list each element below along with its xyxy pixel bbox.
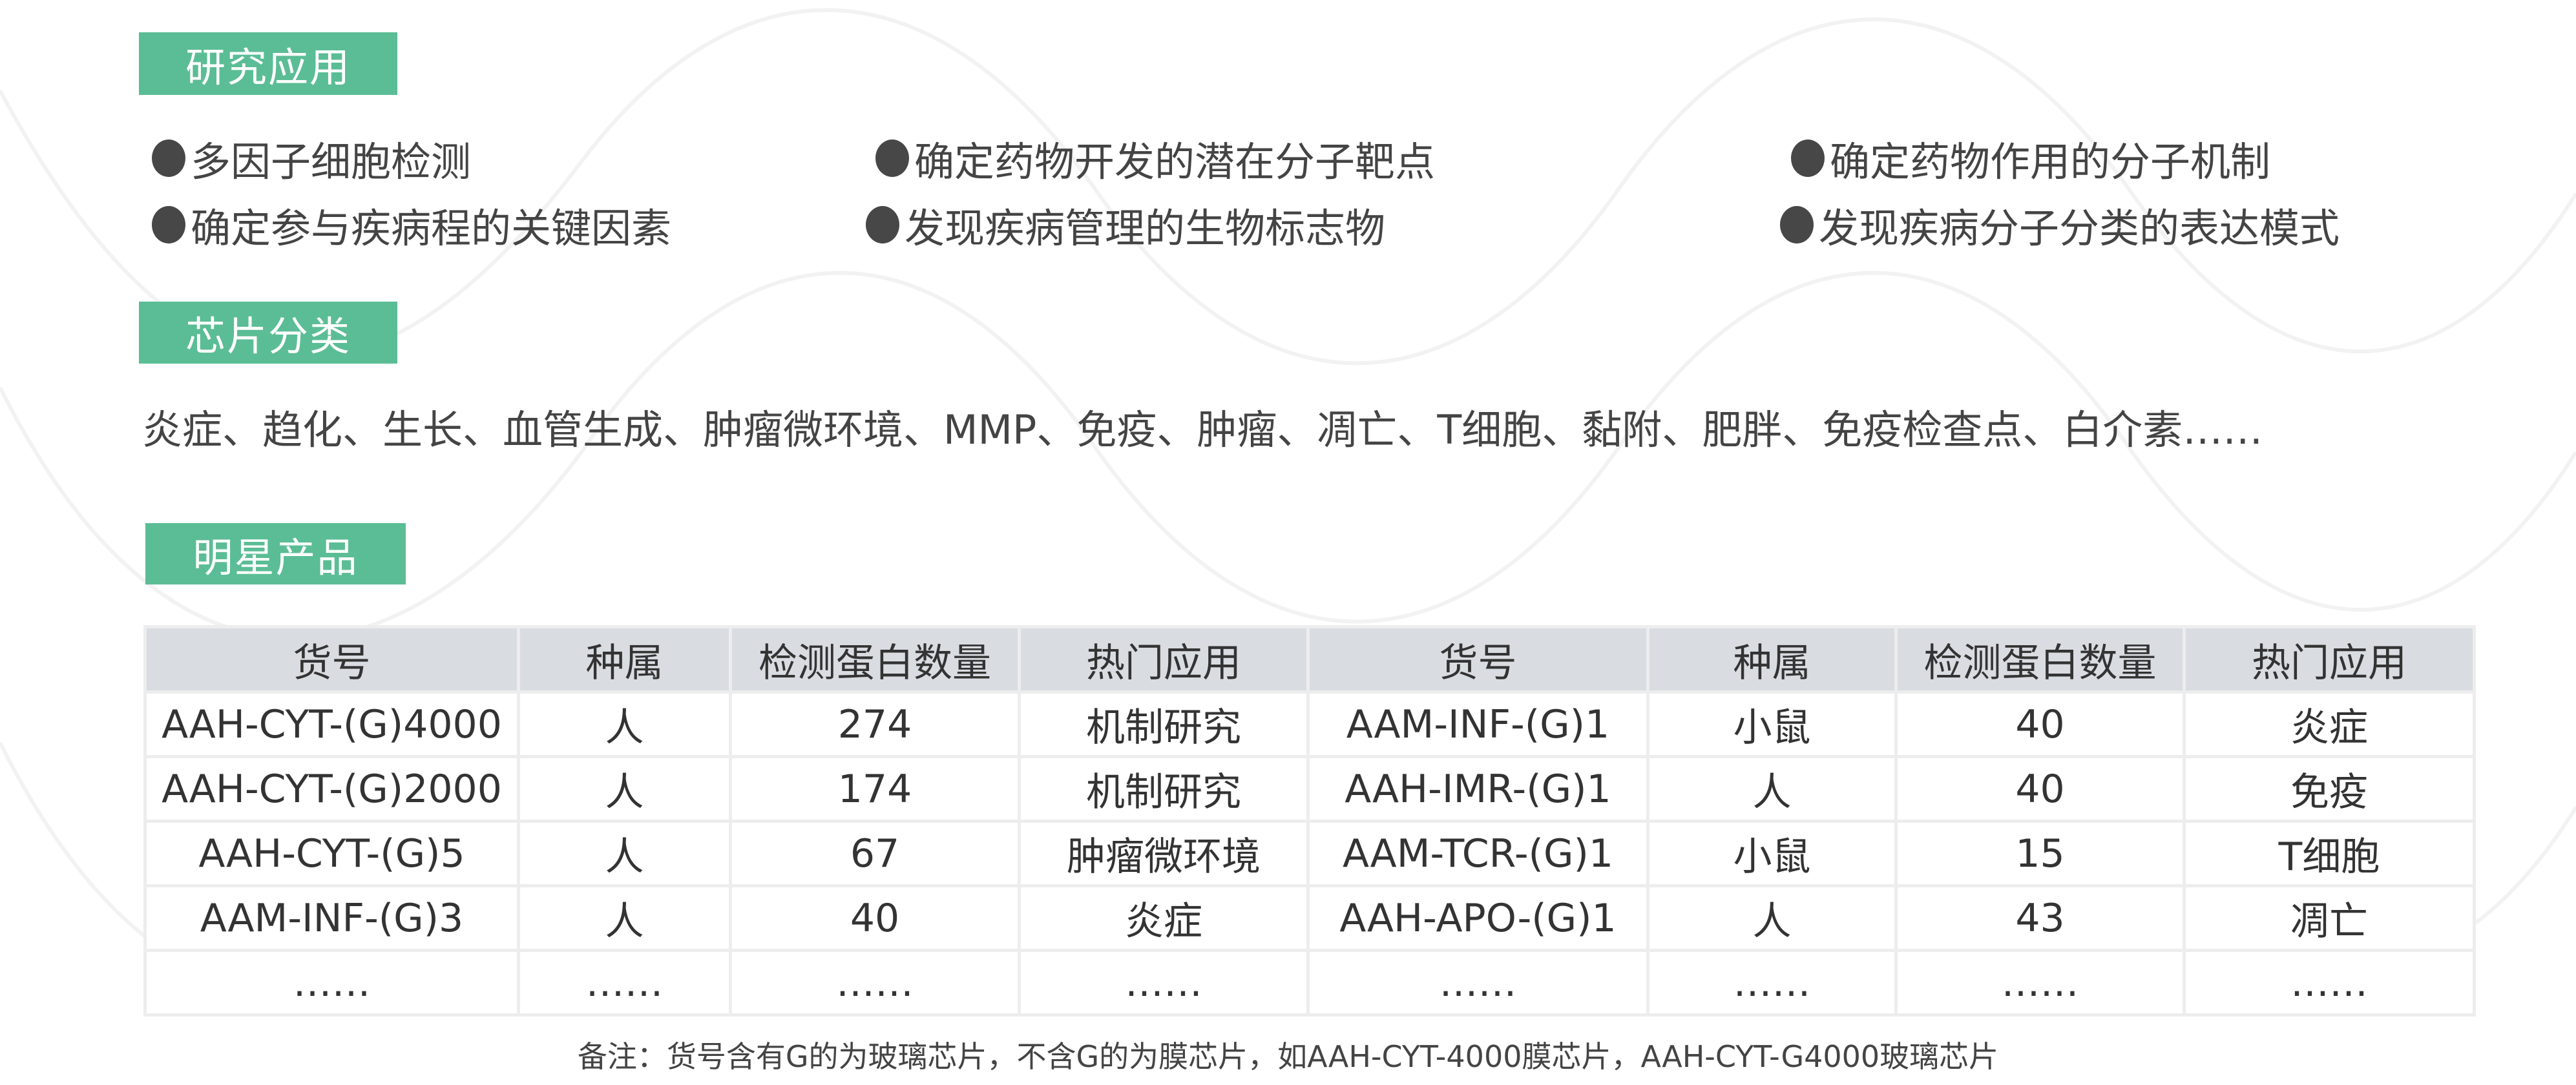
table-row: AAH-CYT-(G)4000 人 274 机制研究 AAM-INF-(G)1 … bbox=[143, 690, 2476, 758]
cell-ellipsis: …… bbox=[2183, 949, 2476, 1017]
section-label-research: 研究应用 bbox=[139, 32, 397, 95]
table-row: AAH-CYT-(G)5 人 67 肿瘤微环境 AAM-TCR-(G)1 小鼠 … bbox=[143, 820, 2476, 887]
cell-species: 人 bbox=[1646, 884, 1898, 952]
cell-sku: AAM-INF-(G)3 bbox=[143, 884, 520, 952]
cell-sku: AAH-APO-(G)1 bbox=[1306, 884, 1649, 952]
cell-application: 机制研究 bbox=[1018, 755, 1310, 823]
cell-ellipsis: …… bbox=[1894, 949, 2186, 1017]
research-bullet-1: 多因子细胞检测 bbox=[152, 129, 471, 187]
research-bullet-3: 确定药物作用的分子机制 bbox=[1791, 129, 2270, 187]
cell-species: 人 bbox=[517, 755, 732, 823]
cell-sku: AAH-IMR-(G)1 bbox=[1306, 755, 1649, 823]
cell-species: 人 bbox=[517, 690, 732, 758]
table-header-row: 货号 种属 检测蛋白数量 热门应用 货号 种属 检测蛋白数量 热门应用 bbox=[143, 625, 2476, 694]
cell-protein-count: 15 bbox=[1894, 820, 2186, 887]
table-footnote: 备注：货号含有G的为玻璃芯片，不含G的为膜芯片，如AAH-CYT-4000膜芯片… bbox=[577, 1039, 1999, 1074]
section-label-star-products: 明星产品 bbox=[145, 523, 406, 584]
cell-sku: AAM-INF-(G)1 bbox=[1306, 690, 1649, 758]
cell-ellipsis: …… bbox=[143, 949, 520, 1017]
cell-sku: AAH-CYT-(G)2000 bbox=[143, 755, 520, 823]
header-sku-left: 货号 bbox=[143, 625, 520, 694]
chip-categories-text: 炎症、趋化、生长、血管生成、肿瘤微环境、MMP、免疫、肿瘤、凋亡、T细胞、黏附、… bbox=[142, 406, 2263, 453]
cell-ellipsis: …… bbox=[1646, 949, 1898, 1017]
cell-protein-count: 174 bbox=[729, 755, 1021, 823]
cell-application: 凋亡 bbox=[2183, 884, 2476, 952]
table-row: AAM-INF-(G)3 人 40 炎症 AAH-APO-(G)1 人 43 凋… bbox=[143, 884, 2476, 952]
cell-sku: AAH-CYT-(G)5 bbox=[143, 820, 520, 887]
cell-application: 肿瘤微环境 bbox=[1018, 820, 1310, 887]
header-protein-count-left: 检测蛋白数量 bbox=[729, 625, 1021, 694]
star-products-table: 货号 种属 检测蛋白数量 热门应用 货号 种属 检测蛋白数量 热门应用 AAH-… bbox=[143, 625, 2476, 1017]
cell-protein-count: 67 bbox=[729, 820, 1021, 887]
bullet-dot-icon bbox=[152, 140, 185, 177]
cell-ellipsis: …… bbox=[1018, 949, 1310, 1017]
cell-species: 人 bbox=[517, 820, 732, 887]
bullet-dot-icon bbox=[152, 206, 185, 243]
cell-species: 小鼠 bbox=[1646, 690, 1898, 758]
cell-protein-count: 40 bbox=[729, 884, 1021, 952]
bullet-dot-icon bbox=[1791, 140, 1825, 177]
cell-ellipsis: …… bbox=[517, 949, 732, 1017]
cell-application: 机制研究 bbox=[1018, 690, 1310, 758]
cell-protein-count: 40 bbox=[1894, 690, 2186, 758]
research-bullet-5: 发现疾病管理的生物标志物 bbox=[866, 196, 1385, 254]
cell-application: 炎症 bbox=[1018, 884, 1310, 952]
header-application-left: 热门应用 bbox=[1018, 625, 1310, 694]
research-bullet-2: 确定药物开发的潜在分子靶点 bbox=[875, 129, 1435, 187]
table-row: AAH-CYT-(G)2000 人 174 机制研究 AAH-IMR-(G)1 … bbox=[143, 755, 2476, 823]
cell-species: 人 bbox=[517, 884, 732, 952]
cell-protein-count: 40 bbox=[1894, 755, 2186, 823]
cell-species: 小鼠 bbox=[1646, 820, 1898, 887]
header-application-right: 热门应用 bbox=[2183, 625, 2476, 694]
table-row-ellipsis: …… …… …… …… …… …… …… …… bbox=[143, 949, 2476, 1017]
cell-ellipsis: …… bbox=[1306, 949, 1649, 1017]
cell-application: 炎症 bbox=[2183, 690, 2476, 758]
research-bullet-4: 确定参与疾病程的关键因素 bbox=[152, 196, 671, 254]
header-sku-right: 货号 bbox=[1306, 625, 1649, 694]
research-bullet-6: 发现疾病分子分类的表达模式 bbox=[1780, 196, 2340, 254]
bullet-dot-icon bbox=[875, 140, 909, 177]
header-species-left: 种属 bbox=[517, 625, 732, 694]
cell-sku: AAH-CYT-(G)4000 bbox=[143, 690, 520, 758]
bullet-dot-icon bbox=[1780, 206, 1814, 243]
cell-protein-count: 274 bbox=[729, 690, 1021, 758]
cell-application: T细胞 bbox=[2183, 820, 2476, 887]
cell-application: 免疫 bbox=[2183, 755, 2476, 823]
header-species-right: 种属 bbox=[1646, 625, 1898, 694]
header-protein-count-right: 检测蛋白数量 bbox=[1894, 625, 2186, 694]
cell-ellipsis: …… bbox=[729, 949, 1021, 1017]
bullet-dot-icon bbox=[866, 206, 899, 243]
cell-species: 人 bbox=[1646, 755, 1898, 823]
section-label-chip-categories: 芯片分类 bbox=[139, 302, 397, 364]
cell-protein-count: 43 bbox=[1894, 884, 2186, 952]
cell-sku: AAM-TCR-(G)1 bbox=[1306, 820, 1649, 887]
